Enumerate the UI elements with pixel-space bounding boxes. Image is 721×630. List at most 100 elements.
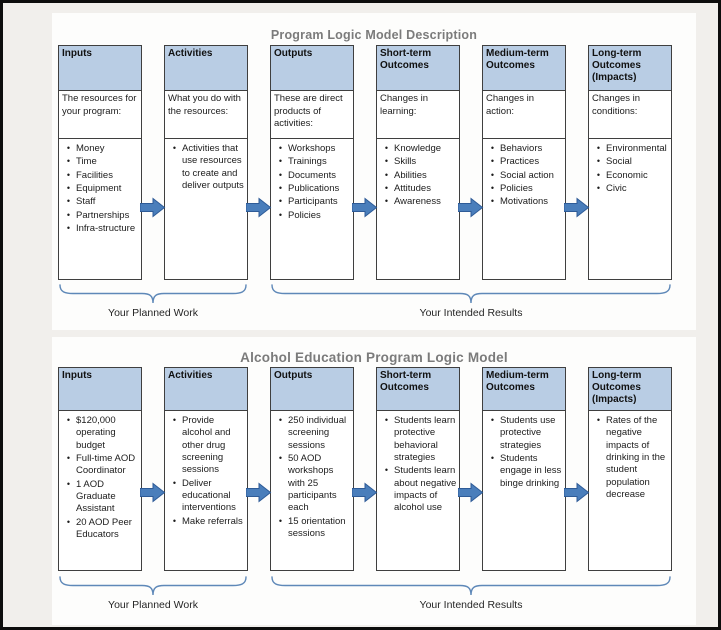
flow-arrow-icon (352, 197, 378, 218)
model2-title: Alcohol Education Program Logic Model (240, 350, 508, 366)
bullet-item: •Economic (591, 170, 670, 182)
bullet-marker: • (278, 209, 283, 220)
bullet-item: • Abilities (379, 170, 458, 182)
logic-box-outputs: Outputs•250 individual screening session… (270, 367, 354, 571)
bullet-marker: • (596, 169, 601, 180)
bullet-item: •Staff (61, 196, 140, 208)
logic-box-header: Activities (165, 368, 247, 411)
bullet-marker: • (172, 515, 177, 526)
bullet-item: •Facilities (61, 170, 140, 182)
flow-gap (352, 367, 378, 571)
bullet-item: •Students engage in less binge drinking (485, 453, 564, 490)
bullet-text: Trainings (288, 156, 327, 168)
bullet-item: •Documents (273, 170, 352, 182)
intended-results-label: Your Intended Results (419, 599, 523, 611)
bullet-text: Full-time AOD Coordinator (76, 453, 136, 477)
bullet-marker: • (384, 415, 389, 425)
flow-arrow-icon (564, 482, 590, 503)
logic-box-bullet-list: • Students use protective strategies•Stud… (483, 411, 565, 570)
logic-box-short-term-outcomes: Short-term Outcomes•Students learn prote… (376, 367, 460, 571)
flow-arrow-icon (246, 482, 272, 503)
intended-results-label: Your Intended Results (419, 307, 523, 319)
flow-gap (352, 45, 378, 280)
bullet-marker: • (278, 143, 283, 153)
logic-box-inputs: Inputs •$120,000 operating budget • Full-ti… (58, 367, 142, 571)
bullet-item: •Skills (379, 156, 458, 168)
bullet-marker: • (278, 196, 283, 207)
flow-gap (564, 367, 590, 571)
model1-title: Program Logic Model Description (270, 28, 478, 43)
bullet-item: • Time (61, 156, 140, 168)
bullet-text: Deliver educational interventions (182, 477, 236, 514)
bullet-marker: • (172, 143, 177, 153)
intended-results-brace-icon (271, 284, 671, 304)
bullet-marker: • (278, 183, 283, 194)
bullet-marker: • (490, 143, 495, 153)
bullet-item: •15 orientation sessions (273, 516, 352, 541)
bullet-text: Motivations (500, 196, 549, 208)
bullet-marker: • (596, 143, 601, 153)
planned-work-brace-icon (59, 284, 247, 304)
planned-work-label: Your Planned Work (108, 307, 198, 319)
bullet-text: Time (76, 156, 97, 168)
bullet-item: •Provide alcohol and other drug screenin… (167, 415, 246, 477)
bullet-marker: • (384, 156, 389, 167)
logic-box-bullet-list: •Environmental•Social•Economic•Civic (589, 139, 671, 279)
bullet-marker: • (66, 156, 71, 167)
bullet-text: Partnerships (76, 209, 130, 221)
logic-box-header: Long-term Outcomes (Impacts) (589, 46, 671, 91)
bullet-item: • Behaviors (485, 143, 564, 155)
bullet-text: Students learn protective behavioral str… (394, 415, 456, 464)
flow-gap (564, 45, 590, 280)
bullet-marker: • (490, 183, 495, 194)
bullet-text: 50 AOD workshops with 25 participants ea… (288, 453, 337, 514)
bullet-marker: • (596, 415, 601, 425)
model2-columns-row: Inputs •$120,000 operating budget • Full-ti… (58, 367, 672, 571)
bullet-text: Documents (288, 169, 337, 181)
bullet-marker: • (490, 453, 495, 464)
logic-box-header: Long-term Outcomes (Impacts) (589, 368, 671, 411)
logic-box-header: Medium-term Outcomes (483, 368, 565, 411)
bullet-marker: • (490, 196, 495, 207)
bullet-item: •Money (61, 143, 140, 155)
bullet-text: 20 AOD Peer Educators (76, 516, 132, 541)
bullet-text: Behaviors (500, 143, 543, 154)
bullet-item: •Publications (273, 183, 352, 195)
logic-box-header: Medium-term Outcomes (483, 46, 565, 91)
bullet-item: •$120,000 operating budget (61, 415, 140, 452)
bullet-item: •1 AOD Graduate Assistant (61, 479, 140, 516)
bullet-text: Abilities (394, 169, 427, 181)
bullet-item: •Practices (485, 156, 564, 168)
logic-box-description: The resources for your program: (59, 91, 141, 139)
logic-box-medium-term-outcomes: Medium-term Outcomes • Students use protec… (482, 367, 566, 571)
flow-gap (246, 367, 272, 571)
bullet-item: •Make referrals (167, 516, 246, 528)
bullet-item: • Students learn protective behavioral st… (379, 415, 458, 464)
bullet-text: Civic (606, 183, 627, 195)
bullet-marker: • (384, 169, 389, 180)
alcohol-education-model-panel: Alcohol Education Program Logic Model In… (52, 337, 696, 625)
bullet-text: Social action (500, 169, 554, 181)
logic-box-header: Inputs (59, 368, 141, 411)
bullet-marker: • (66, 478, 71, 489)
logic-box-description: These are direct products of activities: (271, 91, 353, 139)
logic-box-bullet-list: •Provide alcohol and other drug screenin… (165, 411, 247, 570)
bullet-item: •20 AOD Peer Educators (61, 517, 140, 542)
bullet-marker: • (66, 183, 71, 194)
bullet-text: 250 individual screening sessions (288, 415, 347, 451)
bullet-marker: • (278, 156, 283, 167)
bullet-text: Students use protective strategies (500, 415, 556, 451)
bullet-text: Equipment (76, 183, 122, 195)
bullet-text: Students learn about negative impacts of… (394, 465, 457, 514)
flow-gap (458, 45, 484, 280)
intended-results-brace-icon (271, 576, 671, 596)
bullet-item: •Attitudes (379, 183, 458, 195)
bullet-text: Awareness (394, 196, 441, 208)
bullet-item: •Students learn about negative impacts o… (379, 465, 458, 514)
bullet-marker: • (596, 183, 601, 194)
bullet-marker: • (384, 143, 389, 153)
